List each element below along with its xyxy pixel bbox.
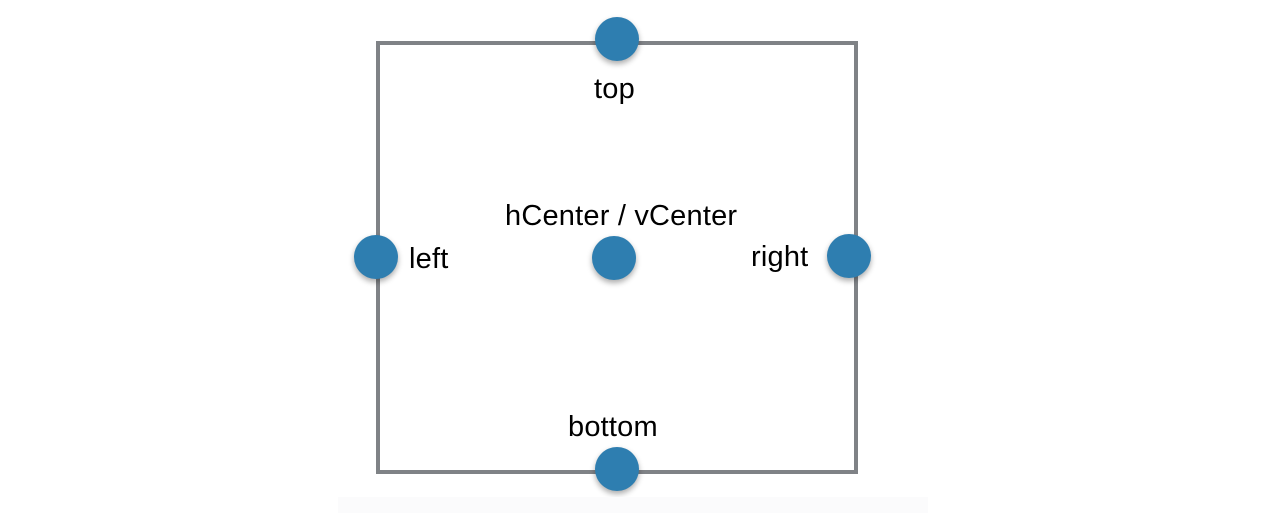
footer-band [338, 497, 928, 513]
anchor-label-center: hCenter / vCenter [505, 200, 738, 232]
anchor-handle-top[interactable] [595, 17, 639, 61]
anchor-handle-right[interactable] [827, 234, 871, 278]
anchor-label-left: left [409, 243, 449, 275]
anchor-handle-center[interactable] [592, 236, 636, 280]
anchor-label-right: right [751, 241, 809, 273]
anchor-label-top: top [594, 73, 635, 105]
anchor-handle-bottom[interactable] [595, 447, 639, 491]
anchor-handle-left[interactable] [354, 235, 398, 279]
anchor-label-bottom: bottom [568, 411, 658, 443]
